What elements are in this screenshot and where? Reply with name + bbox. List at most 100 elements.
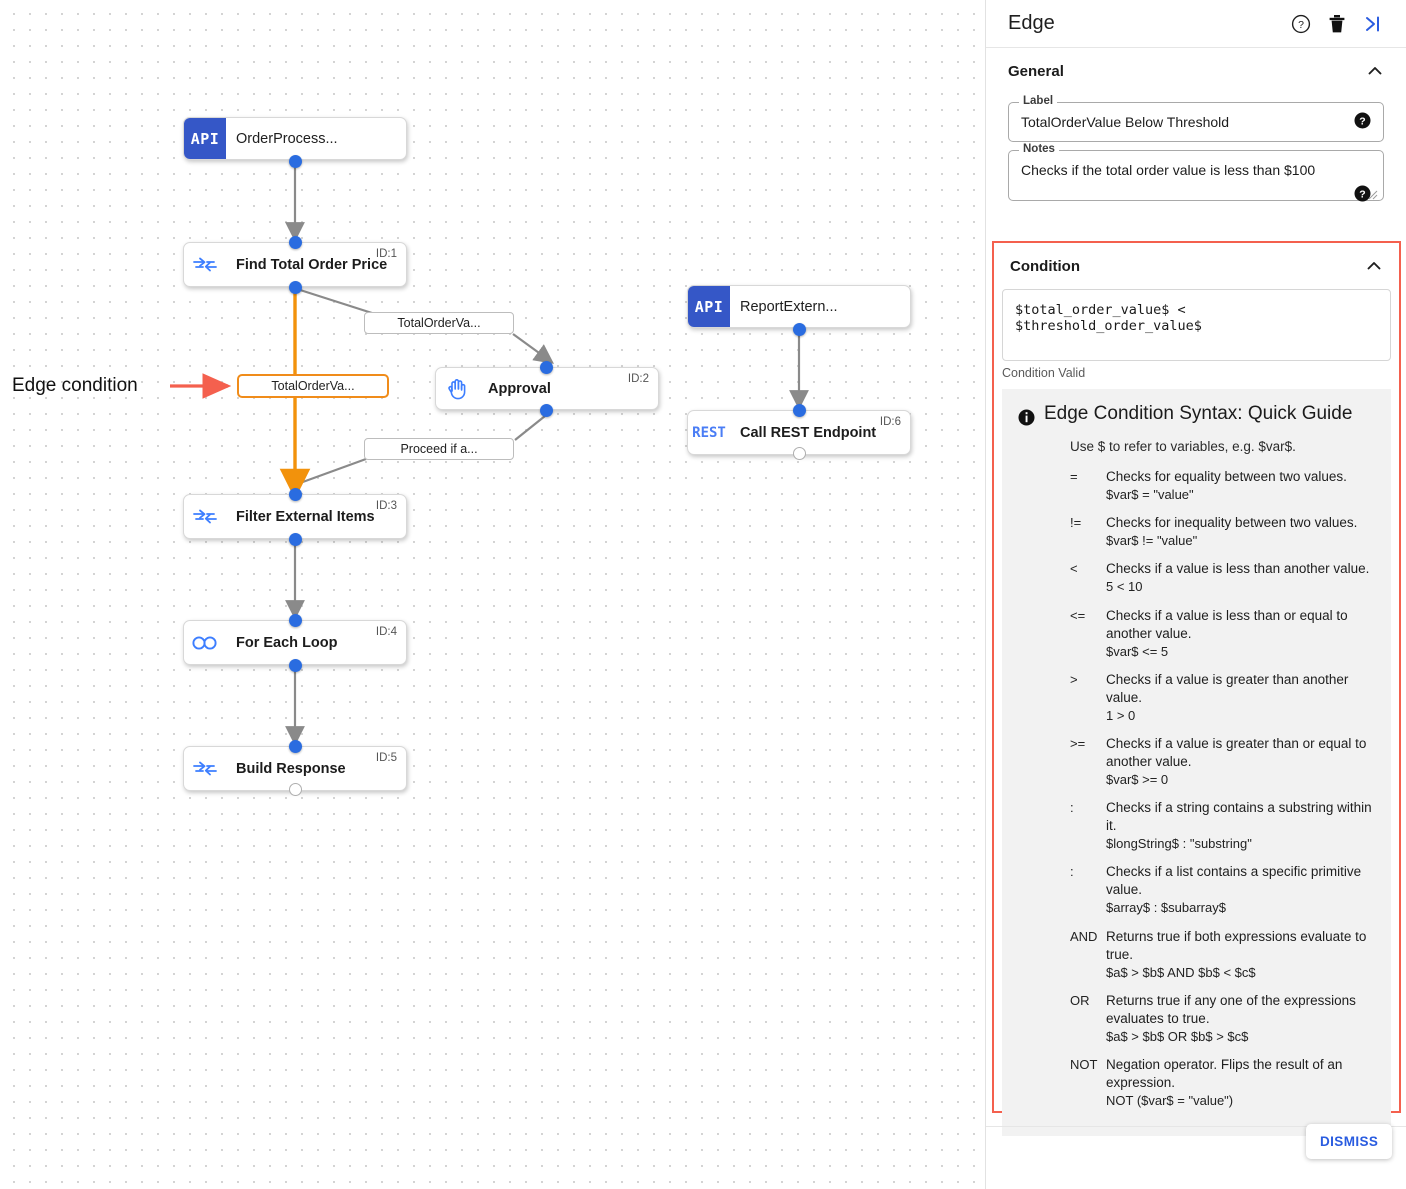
notes-field-value: Checks if the total order value is less … bbox=[1021, 162, 1316, 178]
edge-properties-panel: Edge ? bbox=[985, 0, 1406, 1189]
port-output-approval[interactable] bbox=[540, 404, 553, 417]
port-input-find-total[interactable] bbox=[289, 236, 302, 249]
trash-icon[interactable] bbox=[1322, 9, 1352, 39]
notes-field[interactable]: Notes Checks if the total order value is… bbox=[1008, 143, 1384, 202]
operator-description-wrap: Checks if a string contains a substring … bbox=[1106, 799, 1375, 852]
operator-description: Checks if a value is less than another v… bbox=[1106, 561, 1370, 577]
node-id-label: ID:2 bbox=[627, 373, 649, 385]
operator-symbol: <= bbox=[1070, 607, 1086, 623]
operator-symbol: NOT bbox=[1070, 1057, 1098, 1073]
edge-label-total-order-value-selected[interactable]: TotalOrderVa... bbox=[237, 374, 389, 398]
port-input-approval[interactable] bbox=[540, 361, 553, 374]
port-output-order-process[interactable] bbox=[289, 155, 302, 168]
condition-section: Condition $total_order_value$ < $thresho… bbox=[992, 241, 1401, 1137]
operator-description: Checks if a string contains a substring … bbox=[1106, 800, 1372, 834]
node-title: Build Response bbox=[236, 760, 346, 777]
node-filter-external-items[interactable]: Filter External Items ID:3 bbox=[183, 494, 407, 539]
hand-icon bbox=[436, 368, 478, 409]
operator-symbol: : bbox=[1070, 864, 1074, 880]
node-order-process[interactable]: API OrderProcess... bbox=[183, 117, 407, 160]
node-report-external[interactable]: API ReportExtern... bbox=[687, 285, 911, 328]
node-title: ReportExtern... bbox=[740, 298, 838, 315]
operator-symbol: != bbox=[1070, 515, 1082, 531]
notes-field-legend: Notes bbox=[1019, 143, 1059, 155]
edge-approval-to-filter-b bbox=[299, 457, 367, 485]
operator-description-wrap: Checks for inequality between two values… bbox=[1106, 514, 1375, 549]
operator-symbol: AND bbox=[1070, 928, 1098, 944]
operator-example: $var$ = "value" bbox=[1106, 486, 1194, 502]
operator-example: $var$ != "value" bbox=[1106, 533, 1198, 549]
node-title: Filter External Items bbox=[236, 508, 375, 525]
port-input-build-response[interactable] bbox=[289, 740, 302, 753]
operator-description: Checks for inequality between two values… bbox=[1106, 515, 1358, 531]
edge-label-proceed-if-approved[interactable]: Proceed if a... bbox=[364, 438, 514, 460]
port-output-report-external[interactable] bbox=[793, 323, 806, 336]
dismiss-button[interactable]: DISMISS bbox=[1306, 1124, 1393, 1159]
operator-row: <Checks if a value is less than another … bbox=[1070, 560, 1375, 595]
operator-row: OR Returns true if any one of the express… bbox=[1070, 992, 1375, 1045]
port-input-foreach[interactable] bbox=[289, 614, 302, 627]
chevron-up-icon[interactable] bbox=[1366, 62, 1384, 80]
operator-list: = Checks for equality between two values.… bbox=[1070, 468, 1375, 1109]
label-field[interactable]: Label TotalOrderValue Below Threshold ? bbox=[1008, 95, 1384, 142]
operator-example: $var$ >= 0 bbox=[1106, 771, 1169, 787]
node-id-label: ID:6 bbox=[879, 416, 901, 428]
operator-row: >Checks if a value is greater than anoth… bbox=[1070, 671, 1375, 724]
operator-description: Returns true if both expressions evaluat… bbox=[1106, 928, 1367, 962]
operator-row: != Checks for inequality between two valu… bbox=[1070, 514, 1375, 549]
operator-row: <= Checks if a value is less than or equa… bbox=[1070, 607, 1375, 660]
condition-syntax-guide: Edge Condition Syntax: Quick Guide Use $… bbox=[1002, 389, 1391, 1137]
operator-description: Returns true if any one of the expressio… bbox=[1106, 992, 1356, 1026]
general-section: General Label TotalOrderValue Below Thre… bbox=[986, 48, 1406, 202]
edge-findtotal-to-approval-b bbox=[512, 333, 555, 364]
workflow-canvas[interactable]: Edge condition API OrderProcess... Find … bbox=[0, 0, 985, 1189]
condition-expression-input[interactable]: $total_order_value$ < $threshold_order_v… bbox=[1002, 289, 1391, 361]
edge-findtotal-to-approval-a bbox=[296, 287, 373, 315]
transform-icon bbox=[184, 243, 226, 286]
node-title: For Each Loop bbox=[236, 634, 338, 651]
port-output-build-response[interactable] bbox=[289, 783, 302, 796]
operator-row: = Checks for equality between two values.… bbox=[1070, 468, 1375, 503]
node-title: Find Total Order Price bbox=[236, 256, 388, 273]
node-id-label: ID:3 bbox=[375, 500, 397, 512]
node-title: OrderProcess... bbox=[236, 130, 338, 147]
transform-icon bbox=[184, 495, 226, 538]
operator-description-wrap: Checks if a value is less than or equal … bbox=[1106, 607, 1375, 660]
textarea-resize-handle[interactable] bbox=[1368, 187, 1378, 200]
operator-example: NOT ($var$ = "value") bbox=[1106, 1092, 1234, 1108]
operator-description: Checks if a value is less than or equal … bbox=[1106, 607, 1348, 641]
edge-label-total-order-value-upper[interactable]: TotalOrderVa... bbox=[364, 312, 514, 334]
port-input-call-rest[interactable] bbox=[793, 404, 806, 417]
operator-description-wrap: Checks if a value is less than another v… bbox=[1106, 560, 1375, 595]
help-filled-icon[interactable]: ? bbox=[1354, 185, 1371, 205]
operator-symbol: >= bbox=[1070, 736, 1086, 752]
chevron-up-icon[interactable] bbox=[1365, 257, 1383, 275]
port-output-filter[interactable] bbox=[289, 533, 302, 546]
node-id-label: ID:1 bbox=[375, 248, 397, 260]
port-output-find-total[interactable] bbox=[289, 281, 302, 294]
condition-section-header[interactable]: Condition bbox=[994, 243, 1399, 289]
info-icon bbox=[1018, 403, 1044, 431]
operator-example: $array$ : $subarray$ bbox=[1106, 900, 1226, 916]
svg-text:?: ? bbox=[1359, 115, 1365, 127]
operator-symbol: OR bbox=[1070, 992, 1090, 1008]
help-filled-icon[interactable]: ? bbox=[1354, 112, 1371, 132]
port-output-foreach[interactable] bbox=[289, 659, 302, 672]
operator-description: Checks for equality between two values. bbox=[1106, 469, 1347, 484]
operator-row: >=Checks if a value is greater than or e… bbox=[1070, 735, 1375, 788]
collapse-right-icon[interactable] bbox=[1358, 9, 1388, 39]
operator-description-wrap: Checks if a value is greater than anothe… bbox=[1106, 671, 1375, 724]
operator-symbol: = bbox=[1070, 469, 1078, 484]
svg-text:?: ? bbox=[1359, 188, 1365, 200]
port-input-filter[interactable] bbox=[289, 488, 302, 501]
operator-description: Checks if a value is greater than anothe… bbox=[1106, 671, 1349, 705]
help-circle-icon[interactable]: ? bbox=[1286, 9, 1316, 39]
node-for-each-loop[interactable]: For Each Loop ID:4 bbox=[183, 620, 407, 665]
node-title: Call REST Endpoint bbox=[740, 424, 877, 441]
condition-section-title: Condition bbox=[1010, 257, 1080, 275]
operator-example: $a$ > $b$ OR $b$ > $c$ bbox=[1106, 1028, 1249, 1044]
general-section-header[interactable]: General bbox=[1000, 48, 1392, 94]
port-output-call-rest[interactable] bbox=[793, 447, 806, 460]
operator-example: $var$ <= 5 bbox=[1106, 643, 1169, 659]
